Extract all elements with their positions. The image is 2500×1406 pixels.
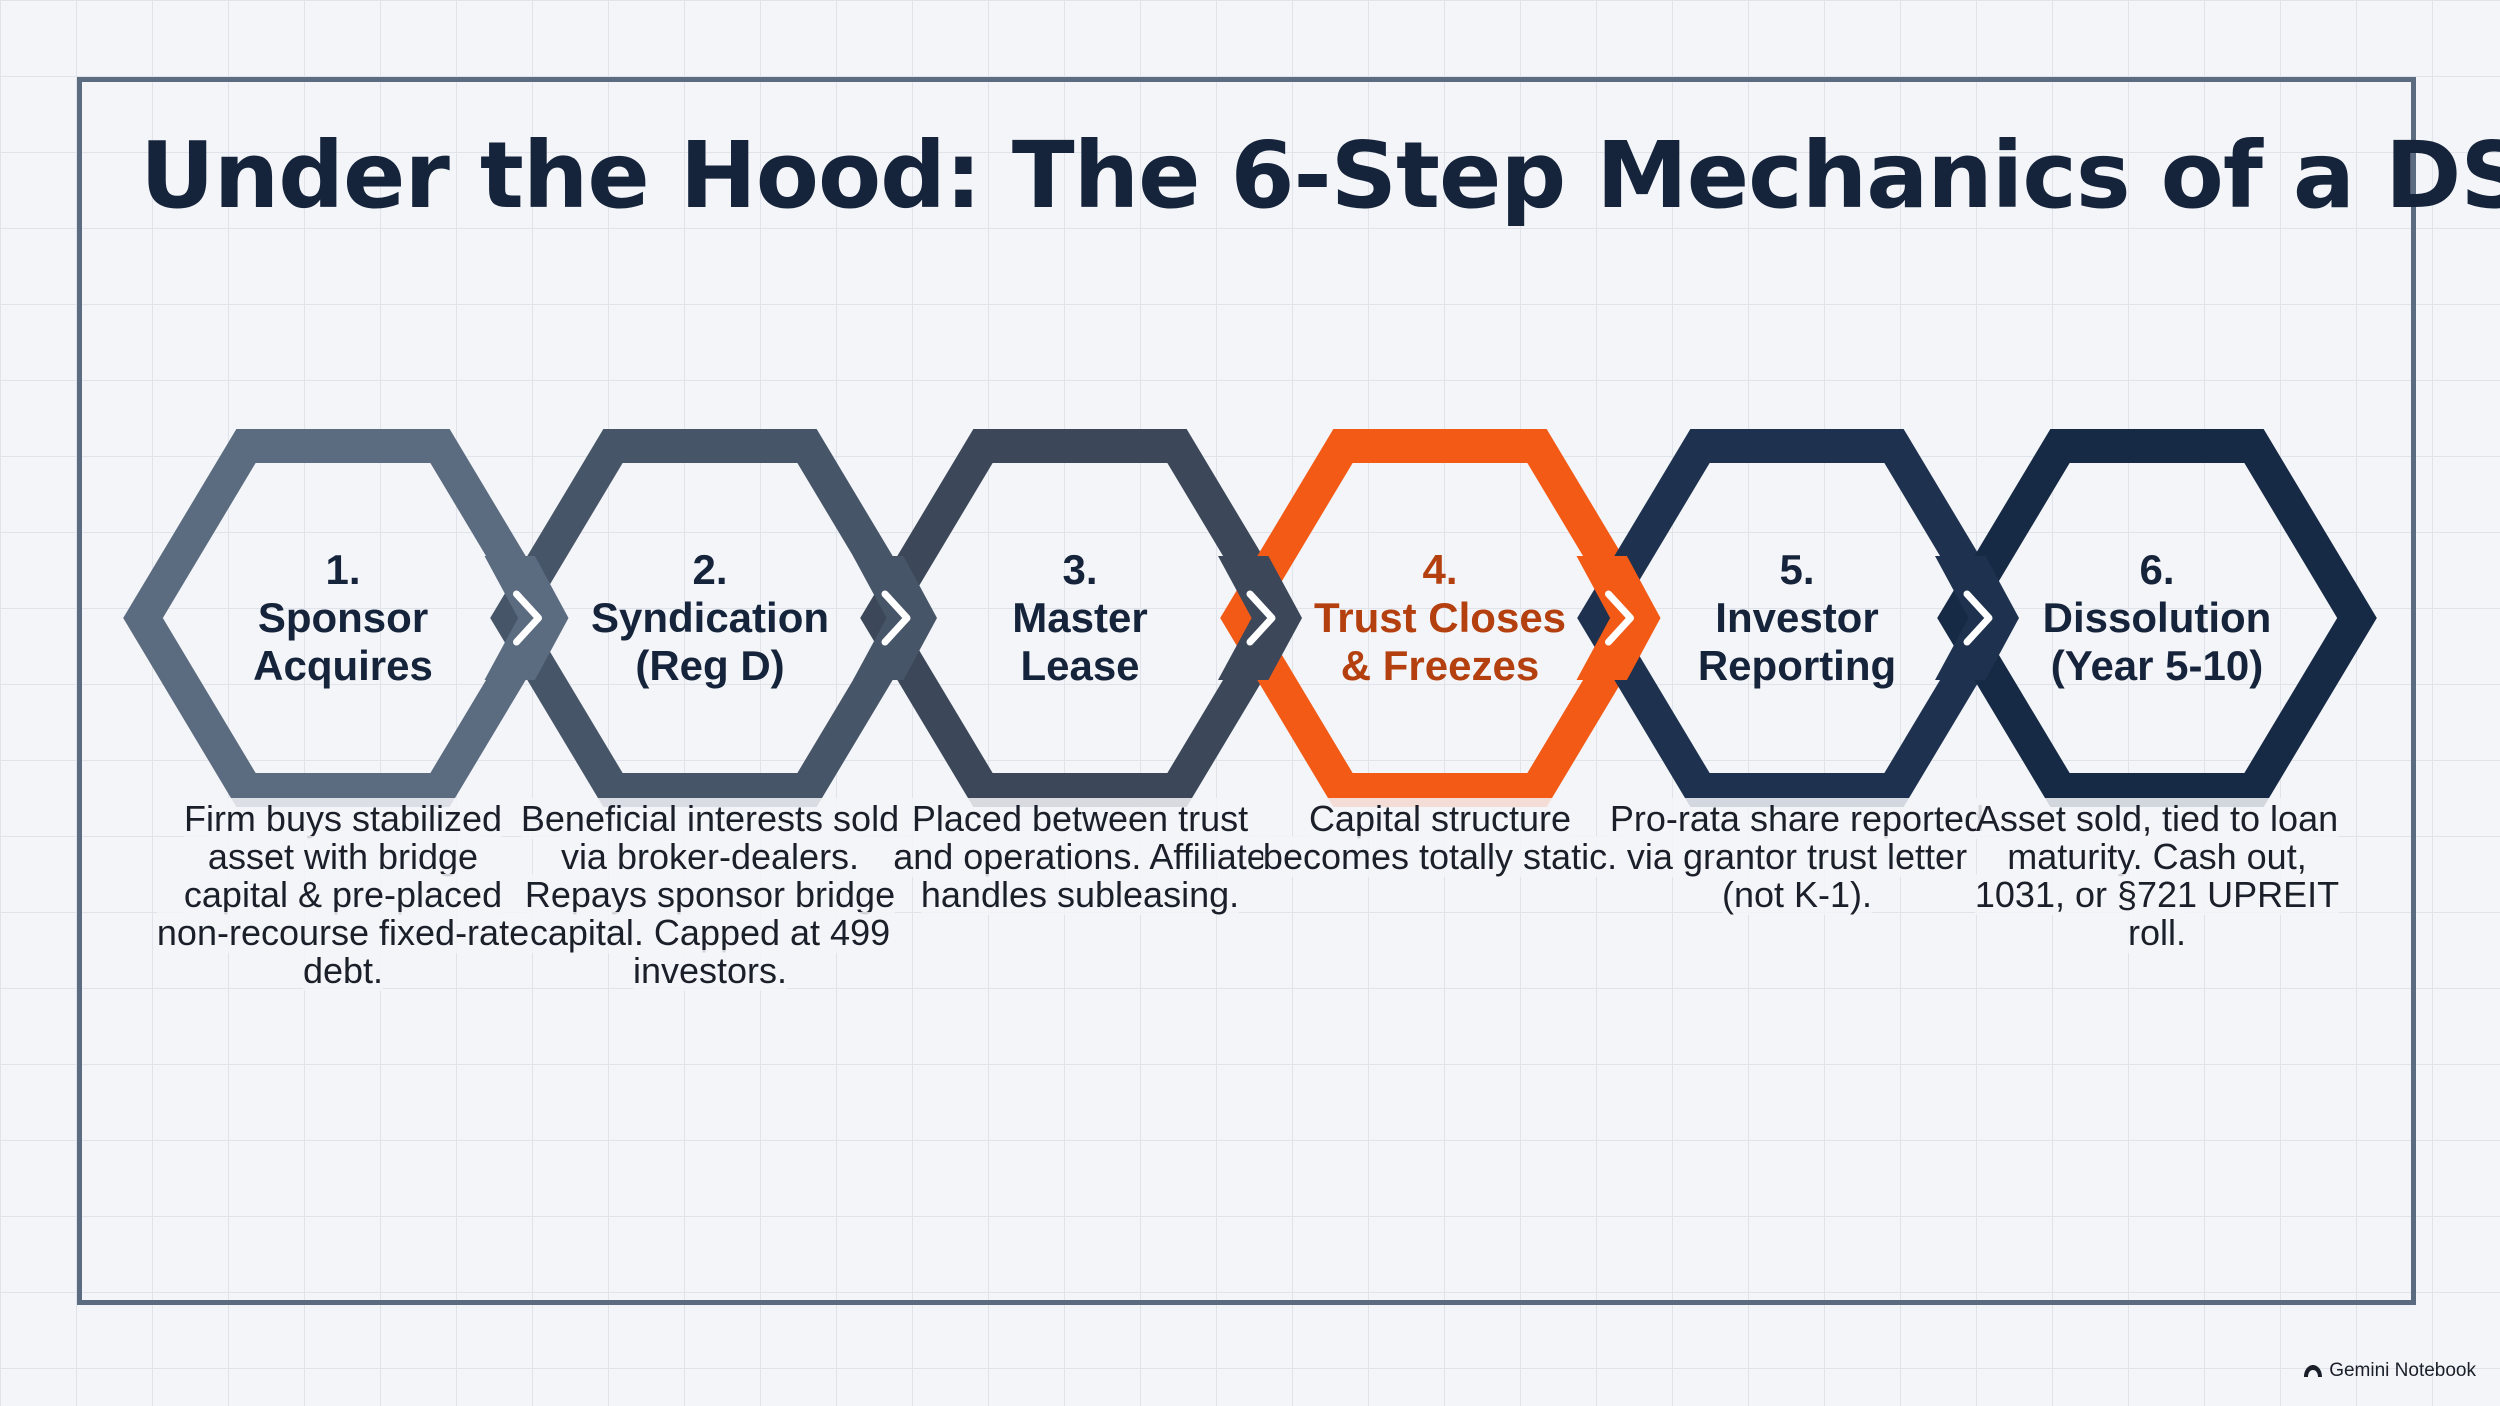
connector-5-6	[1935, 556, 2019, 680]
step-title-line: (Reg D)	[635, 642, 784, 689]
step-6-hexagon	[1937, 429, 2377, 807]
connector-3-4	[1218, 556, 1302, 680]
page-title: Under the Hood: The 6-Step Mechanics of …	[140, 122, 2500, 229]
chevron-right-icon	[881, 590, 911, 646]
chevron-right-icon	[1246, 590, 1276, 646]
step-6-label: 6.Dissolution(Year 5-10)	[2043, 546, 2272, 689]
slide-frame	[77, 77, 2416, 1305]
step-title-line: Sponsor	[258, 594, 428, 641]
step-5-description: Pro-rata share reported via grantor trus…	[1609, 798, 1985, 915]
connector-4-5	[1576, 556, 1661, 680]
step-4-label: 4.Trust Closes& Freezes	[1314, 546, 1566, 689]
chevron-right-icon	[1605, 590, 1634, 646]
step-1-description: Firm buys stabilized asset with bridge c…	[156, 798, 530, 991]
step-4-description: Capital structure becomes totally static…	[1262, 798, 1618, 877]
step-title-line: (Year 5-10)	[2051, 642, 2263, 689]
step-title-line: Dissolution	[2043, 594, 2272, 641]
step-6-description: Asset sold, tied to loan maturity. Cash …	[1974, 798, 2340, 953]
step-number: 1.	[325, 546, 360, 593]
step-title-line: Reporting	[1698, 642, 1896, 689]
step-2-label: 2.Syndication(Reg D)	[591, 546, 829, 689]
connector-1-2	[484, 556, 569, 680]
brand-watermark: Gemini Notebook	[2303, 1360, 2476, 1382]
step-3-description: Placed between trust and operations. Aff…	[893, 798, 1267, 915]
step-title-line: & Freezes	[1341, 642, 1539, 689]
step-title-line: Master	[1012, 594, 1147, 641]
step-number: 5.	[1779, 546, 1814, 593]
step-number: 2.	[692, 546, 727, 593]
connector-2-3	[853, 556, 937, 680]
step-2-description: Beneficial interests sold via broker-dea…	[520, 798, 900, 991]
step-number: 4.	[1422, 546, 1457, 593]
step-title-line: Trust Closes	[1314, 594, 1566, 641]
brand-label: Gemini Notebook	[2329, 1360, 2476, 1381]
step-number: 6.	[2139, 546, 2174, 593]
step-number: 3.	[1062, 546, 1097, 593]
step-title-line: Syndication	[591, 594, 829, 641]
step-title-line: Acquires	[253, 642, 433, 689]
chevron-right-icon	[513, 590, 542, 646]
chevron-right-icon	[1963, 590, 1993, 646]
step-title-line: Investor	[1715, 594, 1878, 641]
gemini-logo-icon	[2304, 1365, 2323, 1377]
step-title-line: Lease	[1020, 642, 1139, 689]
